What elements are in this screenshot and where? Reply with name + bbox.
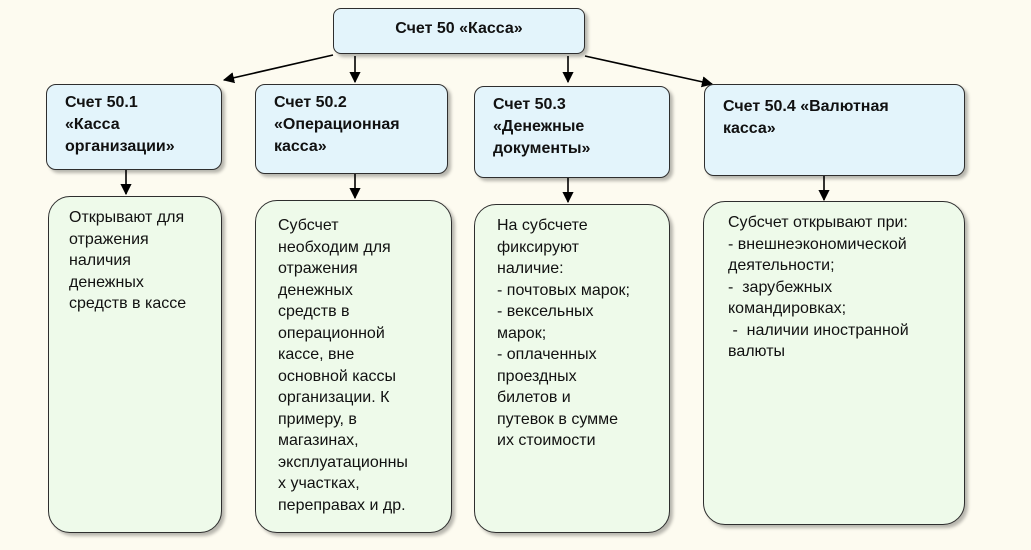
description-line: наличие: xyxy=(497,260,564,277)
arrow-root-to-50-1 xyxy=(222,54,334,84)
description-line: валюты xyxy=(728,343,786,360)
description-line: марок; xyxy=(497,324,547,342)
description-line: Открывают для xyxy=(69,209,185,226)
description-line: переправах и др. xyxy=(278,496,406,514)
description-line: организации. К xyxy=(278,389,390,406)
account-50-label: Счет 50 «Касса» xyxy=(395,20,523,37)
description-line: билетов и xyxy=(497,389,571,406)
description-50-1-box: Открывают для отражения наличия денежных… xyxy=(48,196,222,533)
subaccount-title-line: «Операционная xyxy=(274,116,400,133)
description-line: путевок в сумме xyxy=(497,410,619,428)
description-line: - зарубежных xyxy=(728,278,833,296)
subaccount-50-3-box: Счет 50.3 «Денежные документы» xyxy=(474,86,670,178)
arrow-root-to-50-4 xyxy=(584,55,714,88)
subaccount-title-line: Счет 50.4 «Валютная xyxy=(723,98,889,115)
description-line: - вексельных xyxy=(497,303,594,320)
description-line: фиксируют xyxy=(497,238,579,256)
description-line: наличия xyxy=(69,252,131,269)
subaccount-title-line: касса» xyxy=(274,138,327,155)
description-line: - наличии иностранной xyxy=(728,321,909,339)
description-line: основной кассы xyxy=(278,367,396,385)
subaccount-title-line: Счет 50.3 xyxy=(493,96,566,113)
subaccount-50-1-box: Счет 50.1 «Касса организации» xyxy=(46,84,222,170)
description-line: эксплуатационны xyxy=(278,453,408,471)
subaccount-50-2-box: Счет 50.2 «Операционная касса» xyxy=(255,84,448,174)
description-50-2-box: Субсчет необходим для отражения денежных… xyxy=(255,200,452,533)
description-line: проездных xyxy=(497,367,577,385)
subaccount-title-line: касса» xyxy=(723,120,776,137)
description-line: отражения xyxy=(69,230,149,248)
description-50-4-box: Субсчет открывают при: - внешнеэкономиче… xyxy=(703,201,965,525)
description-line: На субсчете xyxy=(497,217,588,234)
subaccount-title-line: организации» xyxy=(65,138,175,155)
description-line: магазинах, xyxy=(278,432,359,449)
description-line: денежных xyxy=(69,273,144,291)
subaccount-title-line: документы» xyxy=(493,140,591,157)
description-line: их стоимости xyxy=(497,432,596,449)
subaccount-title-line: «Денежные xyxy=(493,118,585,135)
description-line: командировках; xyxy=(728,300,847,317)
description-line: операционной xyxy=(278,324,385,342)
subaccount-title-line: Счет 50.1 xyxy=(65,94,138,111)
description-line: деятельности; xyxy=(728,257,835,274)
description-50-3-box: На субсчете фиксируют наличие: - почтовы… xyxy=(474,204,670,533)
description-line: Субсчет открывают при: xyxy=(728,214,908,231)
account-50-box: Счет 50 «Касса» xyxy=(333,8,585,54)
description-line: кассе, вне xyxy=(278,346,355,363)
description-line: денежных xyxy=(278,281,353,299)
description-line: - почтовых марок; xyxy=(497,281,630,299)
description-line: - внешнеэкономической xyxy=(728,235,907,253)
description-line: х участках, xyxy=(278,475,360,492)
description-line: средств в кассе xyxy=(69,295,187,312)
description-line: необходим для xyxy=(278,238,391,256)
description-line: Субсчет xyxy=(278,217,339,234)
description-line: - оплаченных xyxy=(497,346,597,363)
description-line: примеру, в xyxy=(278,410,357,428)
subaccount-50-4-box: Счет 50.4 «Валютная касса» xyxy=(704,84,965,176)
subaccount-title-line: «Касса xyxy=(65,116,120,133)
description-line: средств в xyxy=(278,303,350,320)
description-line: отражения xyxy=(278,260,358,277)
subaccount-title-line: Счет 50.2 xyxy=(274,94,347,111)
